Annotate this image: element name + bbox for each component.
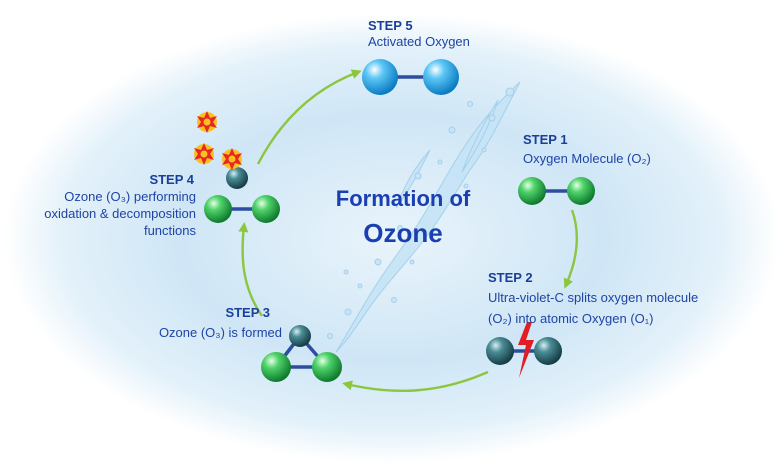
water-splash-decoration [327, 81, 521, 353]
burst-icon [197, 111, 217, 133]
oxidation-burst-icons [194, 111, 242, 170]
step-1-label: STEP 1 [523, 132, 568, 147]
step-4-description-line-3: functions [143, 223, 196, 238]
step-4-label: STEP 4 [149, 172, 194, 187]
title-line-1: Formation of [335, 186, 471, 211]
oxygen-molecule [518, 177, 595, 205]
ozone-molecule [261, 325, 342, 382]
step-4-caption: STEP 4 Ozone (O₃) performing oxidation &… [12, 172, 196, 239]
burst-icon [222, 148, 242, 170]
step-3-caption: STEP 3 Ozone (O₃) is formed [110, 305, 282, 341]
ozone-decomposition-molecule [204, 167, 280, 223]
arrow-step1-to-step2 [563, 209, 578, 289]
step-2-description-line-2: (O₂) into atomic Oxygen (O₁) [488, 311, 654, 326]
background-glow [4, 13, 775, 463]
cycle-arrows [238, 69, 578, 393]
atomic-oxygen-split [486, 322, 562, 378]
step-3-label: STEP 3 [225, 305, 270, 320]
title-line-2: Ozone [363, 218, 443, 248]
step-4-description-line-1: Ozone (O₃) performing [64, 189, 196, 204]
step-5-label: STEP 5 [368, 18, 413, 33]
diagram-title: Formation of Ozone [318, 186, 488, 249]
step-5-caption: STEP 5 Activated Oxygen [368, 18, 568, 50]
step-2-description-line-1: Ultra-violet-C splits oxygen molecule [488, 290, 699, 305]
step-2-caption: STEP 2 Ultra-violet-C splits oxygen mole… [488, 270, 773, 327]
arrow-step3-to-step4 [238, 222, 263, 317]
step-2-label: STEP 2 [488, 270, 533, 285]
activated-oxygen-molecule [362, 59, 459, 95]
step-4-description-line-2: oxidation & decomposition [44, 206, 196, 221]
step-3-description: Ozone (O₃) is formed [158, 325, 282, 340]
step-1-caption: STEP 1 Oxygen Molecule (O₂) [523, 132, 753, 167]
step-1-description: Oxygen Molecule (O₂) [523, 151, 651, 166]
uv-lightning-icon [518, 322, 534, 378]
step-5-description: Activated Oxygen [368, 34, 470, 49]
burst-icon [194, 143, 214, 165]
arrow-step2-to-step3 [342, 370, 489, 393]
arrow-step4-to-step5 [256, 69, 362, 165]
